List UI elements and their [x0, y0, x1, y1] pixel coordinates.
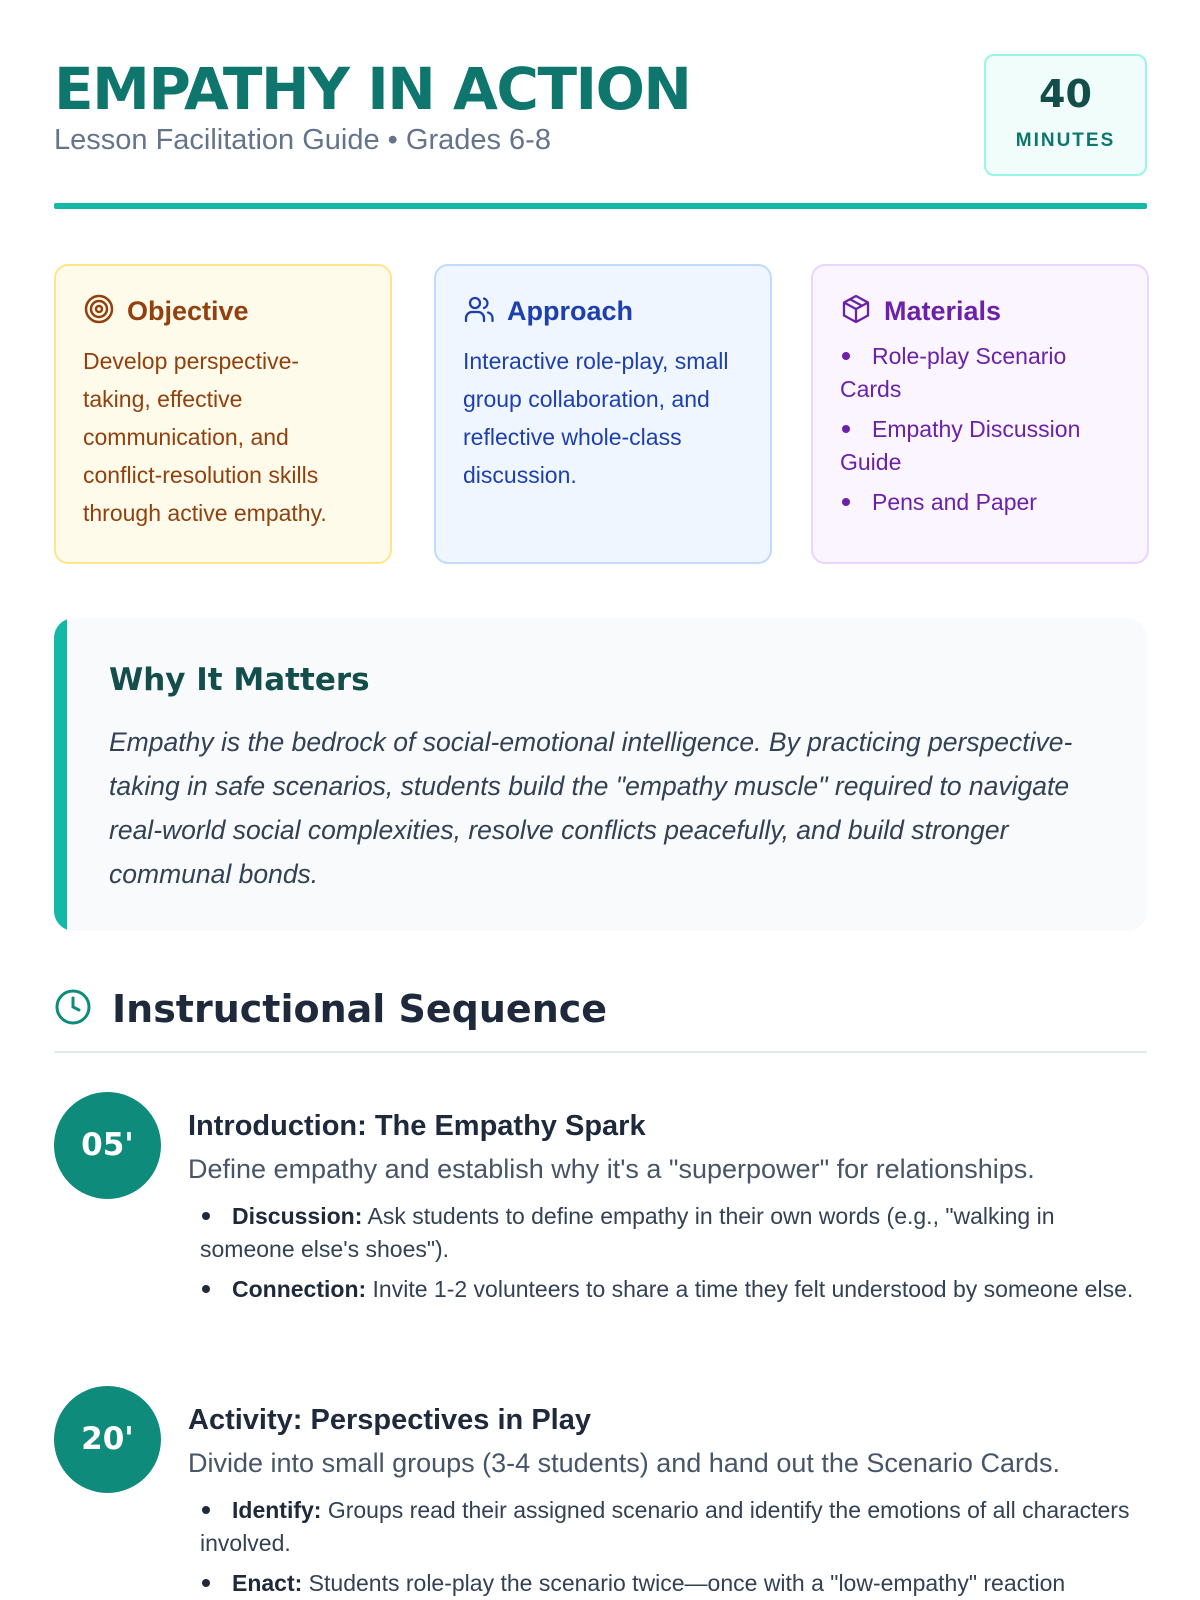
step-description: Define empathy and establish why it's a … — [188, 1154, 1035, 1184]
sequence-divider — [54, 1051, 1147, 1053]
clock-icon — [54, 988, 92, 1031]
sequence-title: Instructional Sequence — [112, 987, 608, 1031]
step-list: Discussion: Ask students to define empat… — [200, 1200, 1147, 1313]
list-item: Discussion: Ask students to define empat… — [200, 1203, 1055, 1262]
list-item: Empathy Discussion Guide — [840, 416, 1081, 475]
list-item: Identify: Groups read their assigned sce… — [200, 1497, 1130, 1556]
why-text: Empathy is the bedrock of social-emotion… — [109, 727, 1073, 889]
page-subtitle: Lesson Facilitation Guide • Grades 6-8 — [54, 124, 551, 156]
step-time-badge: 20' — [54, 1386, 161, 1493]
users-icon — [463, 293, 495, 330]
list-item: Pens and Paper — [840, 486, 1121, 519]
step-list: Identify: Groups read their assigned sce… — [200, 1494, 1147, 1600]
step-description: Divide into small groups (3-4 students) … — [188, 1448, 1060, 1478]
step-time-badge: 05' — [54, 1092, 161, 1199]
sequence-header: Instructional Sequence — [54, 984, 1147, 1034]
list-item: Connection: Invite 1-2 volunteers to sha… — [200, 1273, 1147, 1306]
objective-title: Objective — [127, 295, 249, 326]
accent-bar — [54, 618, 67, 931]
header-divider — [54, 203, 1147, 209]
approach-title: Approach — [507, 295, 634, 326]
why-title: Why It Matters — [109, 662, 370, 698]
materials-title: Materials — [884, 295, 1002, 326]
materials-list: Role-play Scenario Cards Empathy Discuss… — [840, 340, 1121, 519]
list-item: Enact: Students role-play the scenario t… — [200, 1567, 1147, 1600]
why-it-matters-panel: Why It Matters Empathy is the bedrock of… — [54, 618, 1147, 931]
step-title: Activity: Perspectives in Play — [188, 1404, 591, 1436]
objective-card: Objective Develop perspective-taking, ef… — [54, 264, 392, 564]
step-title: Introduction: The Empathy Spark — [188, 1110, 646, 1142]
materials-card: Materials Role-play Scenario Cards Empat… — [811, 264, 1149, 564]
lesson-header: EMPATHY IN ACTION Lesson Facilitation Gu… — [54, 52, 1147, 212]
duration-value: 40 — [1039, 72, 1092, 116]
objective-text: Develop perspective-taking, effective co… — [83, 348, 327, 526]
page-title: EMPATHY IN ACTION — [54, 55, 692, 123]
list-item: Role-play Scenario Cards — [840, 343, 1067, 402]
target-icon — [83, 293, 115, 330]
package-icon — [840, 293, 872, 330]
approach-card: Approach Interactive role-play, small gr… — [434, 264, 772, 564]
duration-badge: 40 MINUTES — [984, 54, 1147, 176]
duration-unit: MINUTES — [1015, 130, 1116, 151]
approach-text: Interactive role-play, small group colla… — [463, 348, 729, 488]
